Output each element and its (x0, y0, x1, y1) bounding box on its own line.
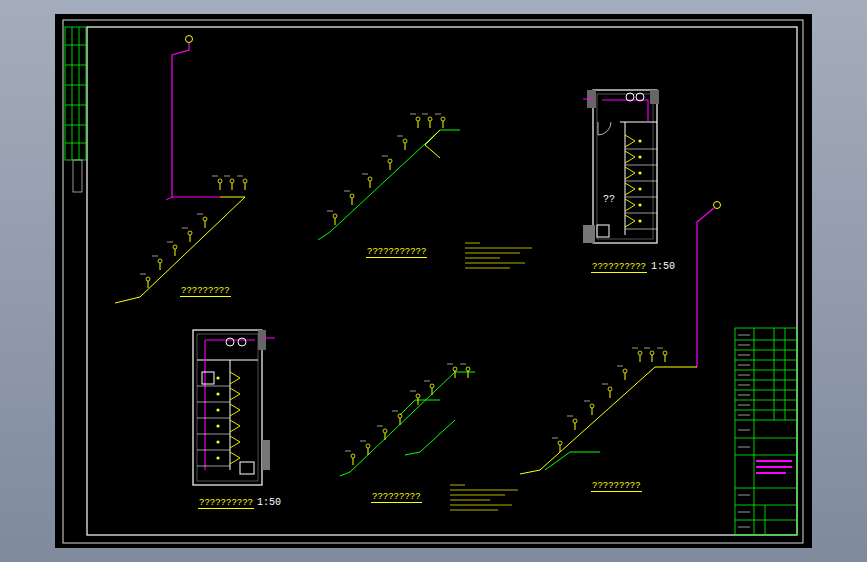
stall-partition (197, 434, 230, 435)
pipe-fixture (182, 228, 192, 242)
stall-partition (625, 149, 657, 150)
pipe-fixture (435, 114, 445, 128)
drawing-caption: ????????? (180, 286, 231, 297)
pipe-fixture (410, 391, 420, 405)
drawing-caption: ?????????? (198, 498, 254, 509)
pipe-fixture (392, 411, 402, 425)
pipe-fixture (657, 348, 667, 362)
door-swing (230, 436, 240, 448)
pipe-fixture (344, 191, 354, 205)
pipe-fixture (197, 214, 207, 228)
title-block (735, 328, 797, 535)
pipe-fixture (424, 381, 434, 395)
stall-partition (625, 213, 657, 214)
pipe-fixture (360, 441, 370, 455)
fixture-dot (638, 203, 641, 206)
pipe-fixture (362, 174, 372, 188)
fixture-dot (638, 187, 641, 190)
drawing-caption: ?????????? (591, 262, 647, 273)
pipe-fixture (422, 114, 432, 128)
stall-partition (625, 229, 657, 230)
pipe-fixture (212, 176, 222, 190)
door-swing (230, 404, 240, 416)
pipe-fixture (377, 426, 387, 440)
drawing-label: ?? (602, 195, 616, 205)
inner-border (87, 27, 797, 535)
pipe-fixture (237, 176, 247, 190)
fixture-dot (638, 139, 641, 142)
stall-doors (197, 135, 657, 466)
door-swing (230, 388, 240, 400)
pipe-fixture (382, 156, 392, 170)
drawing-label: 1:50 (650, 262, 676, 272)
pipe-fixture (345, 451, 355, 465)
pipe-fixture (567, 416, 577, 430)
isometric-system-1 (115, 36, 245, 304)
fixture-dot (216, 440, 219, 443)
pipe-fixture (602, 384, 612, 398)
isometric-system-2 (318, 130, 460, 240)
pipe-fixture (447, 364, 457, 378)
fixture-dot (638, 155, 641, 158)
stall-partition (625, 197, 657, 198)
stall-partition (197, 402, 230, 403)
side-table (65, 27, 86, 160)
drawing-caption: ????????? (591, 481, 642, 492)
outer-border (63, 20, 803, 543)
door-swing (230, 372, 240, 384)
door-swing (230, 452, 240, 464)
title-block-text-marks (738, 335, 750, 527)
pipe-fixture (152, 256, 162, 270)
stall-partition (197, 418, 230, 419)
door-swing (625, 151, 635, 163)
fixture-dot (638, 171, 641, 174)
pipe-fixture (167, 242, 177, 256)
binding-tab (73, 160, 82, 192)
pipe-fixture (632, 348, 642, 362)
stall-partition (197, 386, 230, 387)
toilet-plan-2 (193, 330, 275, 485)
pipe-fixture (140, 274, 150, 288)
stall-partition (625, 181, 657, 182)
door-swing (625, 135, 635, 147)
pipe-fixture (552, 438, 562, 452)
drawing-caption: ??????????? (366, 247, 427, 258)
isometric-system-3 (520, 202, 721, 475)
fixture-symbols (140, 114, 667, 465)
pipe-fixture (327, 211, 337, 225)
pipe-fixture (224, 176, 234, 190)
drawing-label: 1:50 (256, 498, 282, 508)
sheet (55, 14, 812, 548)
stall-partition (197, 450, 230, 451)
fixture-dot (216, 392, 219, 395)
door-swing (625, 183, 635, 195)
drawing-caption: ????????? (371, 492, 422, 503)
pipe-fixture (460, 364, 470, 378)
pipe-fixture (617, 366, 627, 380)
door-swing (625, 199, 635, 211)
door-swing (625, 167, 635, 179)
pipe-fixture (644, 348, 654, 362)
notes-lines (450, 243, 532, 510)
fixture-dot (216, 424, 219, 427)
door-swing (625, 215, 635, 227)
pipe-fixture (584, 401, 594, 415)
fixture-dot (216, 456, 219, 459)
door-swing (230, 420, 240, 432)
isometric-system-4 (340, 372, 475, 476)
fixture-dot (216, 376, 219, 379)
pipe-fixture (397, 136, 407, 150)
stall-partition (625, 165, 657, 166)
stall-partition (197, 466, 230, 467)
toilet-plan-1 (583, 90, 659, 243)
title-block-marks (756, 460, 792, 474)
fixture-dot (638, 219, 641, 222)
pipe-fixture (410, 114, 420, 128)
fixture-dot (216, 408, 219, 411)
